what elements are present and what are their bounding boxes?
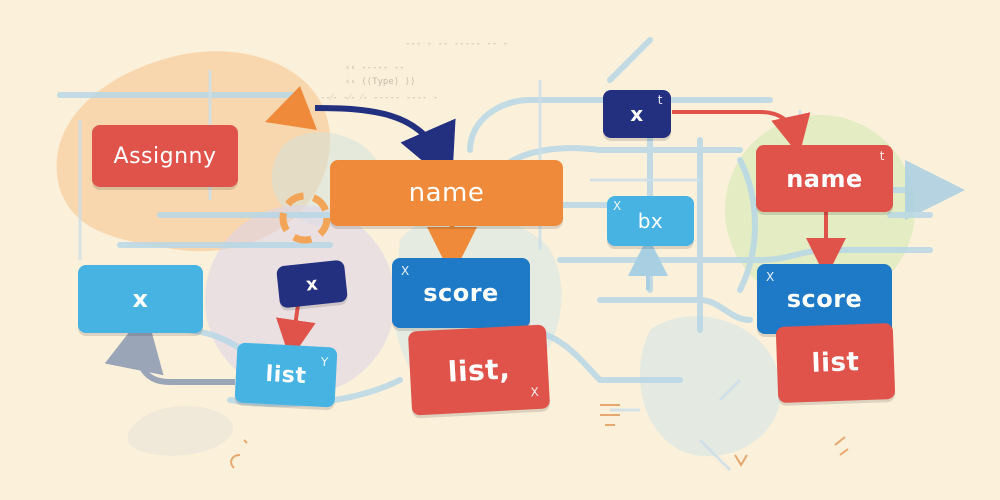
node-score-right[interactable]: score X [757,264,892,334]
node-assign-label: Assignny [113,143,217,169]
node-list-center-label: list, [446,351,512,389]
node-x-left[interactable]: x [78,265,203,333]
node-assign[interactable]: Assignny [92,125,238,187]
node-name-center[interactable]: name [330,160,563,226]
node-bx-label: bx [637,209,664,233]
arrow-x-to-name [672,110,811,156]
node-x-small-label: x [304,272,320,296]
node-list-right[interactable]: list [775,322,896,404]
decor-glyphs [230,404,849,469]
node-list-center-mark: X [530,384,540,400]
node-score-center[interactable]: score X [392,258,530,328]
node-x-top-label: x [630,102,644,126]
node-bx-mark: X [613,199,622,213]
triangle-icon [265,86,317,130]
node-score-center-mark: X [401,264,410,278]
node-list-small[interactable]: list Y [234,342,338,408]
node-name-right-label: name [786,164,863,193]
cycle-icon [279,192,331,244]
node-x-small[interactable]: x [275,259,349,309]
node-x-top-mark: t [657,93,663,107]
node-list-small-mark: Y [320,354,330,370]
node-name-right-mark: t [879,149,885,163]
loop-arrow [104,310,235,385]
node-list-right-label: list [811,347,860,379]
arrow-x-to-list [276,304,316,360]
arrow-triangle-to-name [314,105,456,186]
node-name-center-label: name [408,178,485,208]
decor-code-line1: ‑‑‑ ‑ ‑‑ ‑‑‑‑‑ ‑‑ ‑ [405,39,508,49]
decor-code-line4: ‑‑⁄‑ ‑⁄‑ ⁄‑ ‑‑‑‑‑ ‑‑‑‑ ‑ [320,93,438,103]
node-score-right-label: score [786,285,863,313]
decor-code-line3: ‹‹ ⟨⟨Type⟩ ⟩⟩ [345,77,415,87]
node-bx[interactable]: bx X [607,196,694,246]
node-x-top[interactable]: x t [603,90,671,138]
decor-code: ‑‑‑ ‑ ‑‑ ‑‑‑‑‑ ‑‑ ‑ ‹‹ ‑‑‑‑‑ ‑‑ ‹‹ ⟨⟨Typ… [320,39,508,103]
node-name-right[interactable]: name t [756,145,893,212]
node-score-right-mark: X [766,270,775,284]
decor-code-line2: ‹‹ ‑‑‑‑‑ ‑‑ [345,63,405,73]
node-x-left-label: x [132,285,149,313]
node-score-center-label: score [423,279,499,307]
node-list-small-label: list [265,361,307,389]
node-list-center[interactable]: list, X [407,324,551,416]
